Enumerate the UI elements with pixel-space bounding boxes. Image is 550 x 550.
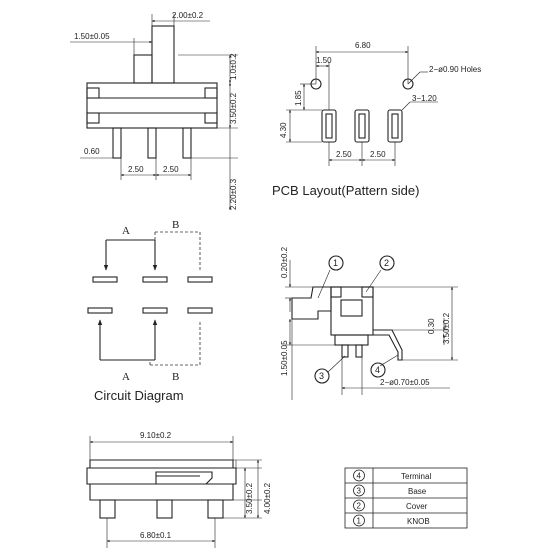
callout-circle-2 [379, 255, 395, 271]
parts-row-name: Terminal [401, 472, 431, 481]
callout-circle-3 [314, 368, 330, 384]
dim-top-width-150: 1.50±0.05 [74, 32, 110, 41]
pcb-layout [286, 46, 438, 166]
front-view-leg-3 [207, 499, 224, 519]
dim-pcb-total: 6.80 [355, 41, 371, 50]
dim-top-height-10: 1.0±0.2 [229, 53, 238, 80]
side-view-pin-right [355, 344, 363, 358]
top-view-body [86, 82, 218, 129]
circuit-contact-top-2 [142, 276, 168, 283]
dim-side-bottom: 1.50±0.05 [280, 340, 289, 376]
top-view-lead-left [112, 127, 122, 159]
dim-top-lead-060: 0.60 [84, 147, 100, 156]
dim-pcb-height: 4.30 [279, 122, 288, 138]
front-view [86, 436, 262, 548]
top-view-knob [133, 54, 153, 84]
circuit-label-b-bottom: B [172, 371, 179, 383]
parts-table [344, 467, 468, 529]
callout-circle-1 [328, 255, 344, 271]
circuit-contact-bottom-1 [87, 307, 113, 314]
side-view [285, 255, 458, 400]
pcb-pad-3 [387, 109, 403, 143]
top-view-lead-middle [147, 127, 157, 159]
dim-pcb-vert: 1.85 [294, 90, 303, 106]
parts-row-num: 2 [357, 502, 362, 511]
top-view-knob-outline [151, 25, 175, 84]
circuit-contact-top-3 [187, 276, 213, 283]
front-view-leg-2 [156, 499, 173, 519]
parts-row-name: Base [408, 487, 427, 496]
callout-label-4: 4 [375, 365, 380, 375]
dim-side-pins: 2−ø0.70±0.05 [380, 378, 430, 387]
parts-row-num: 3 [357, 487, 362, 496]
circuit-label-a-top: A [122, 225, 130, 237]
top-view-lead-right [182, 127, 192, 159]
side-view-pin-left [341, 344, 349, 358]
side-view-terminal [373, 329, 403, 361]
parts-row-name: Cover [406, 502, 428, 511]
callout-label-3: 3 [319, 371, 324, 381]
parts-row-num: 4 [357, 472, 362, 481]
dim-pcb-holes: 2−ø0.90 Holes [429, 65, 481, 74]
circuit-contact-bottom-3 [187, 307, 213, 314]
dim-top-height-350: 3.50±0.2 [229, 92, 238, 124]
circuit-label-b-top: B [172, 219, 179, 231]
dim-pcb-offset: 1.50 [316, 56, 332, 65]
side-view-knob [291, 286, 332, 320]
dim-top-lead-len: 2.20±0.3 [229, 178, 238, 210]
front-view-knob [155, 471, 213, 485]
circuit-contact-bottom-2 [142, 307, 168, 314]
parts-row-num: 1 [357, 517, 362, 526]
parts-row-name: KNOB [407, 517, 430, 526]
callout-label-1: 1 [333, 258, 338, 268]
dim-pcb-pads: 3−1.20 [412, 94, 437, 103]
pcb-layout-title: PCB Layout(Pattern side) [272, 183, 419, 198]
circuit-diagram-title: Circuit Diagram [94, 388, 184, 403]
circuit-diagram [87, 231, 213, 366]
callout-label-2: 2 [384, 258, 389, 268]
dim-side-right-350: 3.50±0.2 [442, 312, 451, 344]
dim-front-width: 9.10±0.2 [140, 431, 172, 440]
circuit-label-a-bottom: A [122, 371, 130, 383]
dim-top-width-200: 2.00±0.2 [172, 11, 204, 20]
dim-front-pitch: 6.80±0.1 [140, 531, 172, 540]
circuit-contact-top-1 [92, 276, 118, 283]
dim-pcb-pitch-a: 2.50 [336, 150, 352, 159]
front-view-leg-1 [99, 499, 116, 519]
dim-top-pitch-b: 2.50 [163, 165, 179, 174]
top-view [70, 14, 238, 211]
dim-side-right-030: 0.30 [427, 318, 436, 334]
front-view-body [86, 459, 237, 501]
dim-side-top: 0.20±0.2 [280, 246, 289, 278]
pcb-pad-1 [321, 109, 337, 143]
dim-top-pitch-a: 2.50 [128, 165, 144, 174]
dim-pcb-pitch-b: 2.50 [370, 150, 386, 159]
callout-circle-4 [370, 362, 386, 378]
pcb-pad-2 [354, 109, 370, 143]
dim-front-height-350: 3.50±0.2 [245, 482, 254, 514]
dim-front-height-400: 4.00±0.2 [263, 482, 272, 514]
side-view-body [330, 286, 374, 336]
